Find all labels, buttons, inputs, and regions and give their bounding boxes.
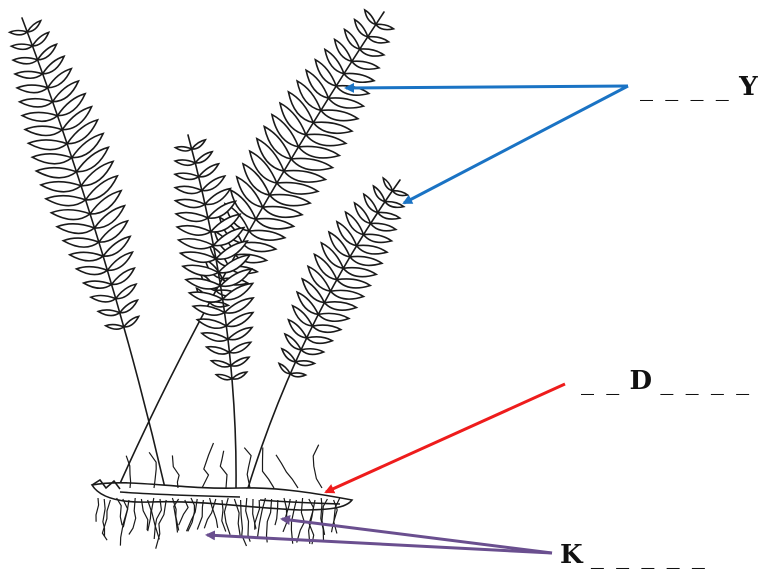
label-rhizome-blank-after: _ _ _ _ — [660, 366, 751, 396]
label-rhizome-letter: D — [630, 366, 653, 396]
fronds-arrow-upper — [346, 86, 628, 88]
label-roots-blank: _ _ _ _ _ — [591, 540, 707, 570]
fern-fronds — [10, 10, 408, 488]
frond-left — [10, 18, 165, 488]
label-fronds: _ _ _ _ Y — [640, 72, 758, 102]
roots-arrow-right — [282, 519, 552, 553]
frond-tall — [118, 10, 394, 488]
label-roots-letter: K — [560, 540, 583, 570]
roots-arrow-left — [207, 535, 552, 553]
rhizome-arrow — [326, 384, 565, 492]
fronds-arrow-lower — [404, 86, 628, 203]
label-rhizome: _ _ D _ _ _ _ — [581, 366, 751, 396]
label-rhizome-blank-before: _ _ — [581, 366, 621, 396]
label-roots: K _ _ _ _ _ — [560, 540, 707, 570]
label-fronds-blank: _ _ _ _ — [640, 72, 731, 102]
label-fronds-letter: Y — [739, 72, 758, 102]
